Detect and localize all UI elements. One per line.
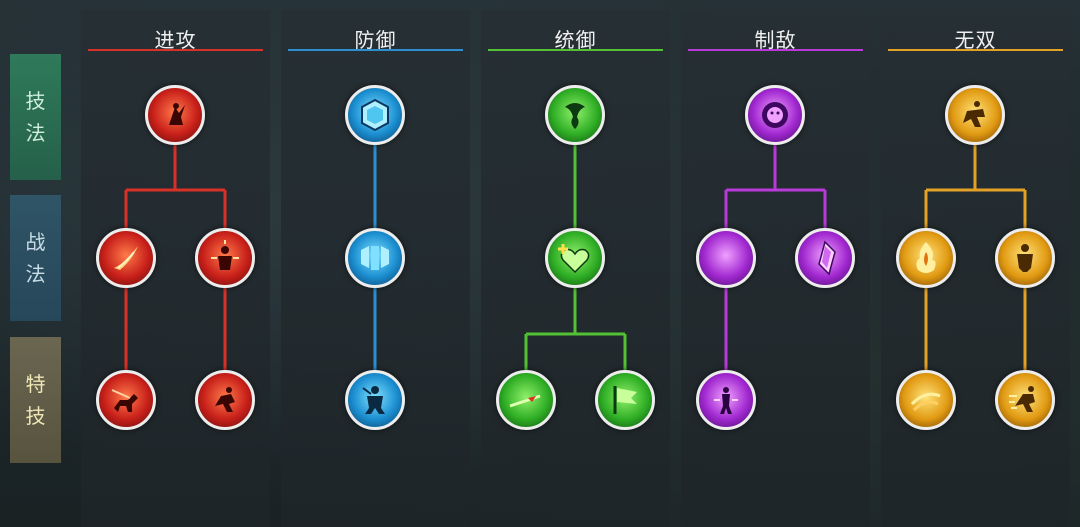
- skill-column-command: 统御: [481, 10, 670, 527]
- column-title: 制敌: [754, 28, 797, 52]
- side-tab-char: 特: [25, 372, 46, 396]
- side-tab-char: 法: [25, 262, 46, 286]
- layered-shield-icon[interactable]: [345, 228, 405, 288]
- side-tab-char: 法: [25, 121, 46, 145]
- fire-fist-icon[interactable]: [896, 228, 956, 288]
- dash-strike-icon[interactable]: [195, 370, 255, 430]
- skill-connector-lines: [724, 145, 827, 370]
- command-swirl-icon[interactable]: [545, 85, 605, 145]
- skill-connector-lines: [373, 145, 377, 370]
- column-title: 防御: [354, 28, 397, 52]
- heal-heart-icon[interactable]: [545, 228, 605, 288]
- skill-column-defense: 防御: [281, 10, 470, 527]
- hexagon-shield-icon[interactable]: [345, 85, 405, 145]
- battle-flag-icon[interactable]: [595, 370, 655, 430]
- spear-thrust-icon[interactable]: [496, 370, 556, 430]
- skill-connector-lines: [524, 145, 627, 370]
- power-burst-icon[interactable]: [195, 228, 255, 288]
- crystal-shard-icon[interactable]: [795, 228, 855, 288]
- column-title: 进攻: [154, 28, 197, 52]
- column-title: 无双: [954, 28, 997, 52]
- dark-aura-icon[interactable]: [696, 370, 756, 430]
- column-underline: [88, 49, 263, 51]
- skill-column-subdue: 制敌: [681, 10, 870, 527]
- side-tab-char: 技: [25, 89, 46, 113]
- cavalry-charge-icon[interactable]: [96, 370, 156, 430]
- column-underline: [888, 49, 1063, 51]
- flame-strike-icon[interactable]: [96, 228, 156, 288]
- column-title: 统御: [554, 28, 597, 52]
- warrior-slash-icon[interactable]: [145, 85, 205, 145]
- moon-orb-icon[interactable]: [696, 228, 756, 288]
- column-underline: [288, 49, 463, 51]
- sprint-icon[interactable]: [995, 370, 1055, 430]
- side-tab-char: 技: [25, 404, 46, 428]
- skill-connector-lines: [924, 145, 1027, 370]
- skill-column-attack: 进攻: [81, 10, 270, 527]
- side-tab-technique[interactable]: 技 法: [10, 54, 61, 180]
- guardian-stance-icon[interactable]: [345, 370, 405, 430]
- side-tab-special[interactable]: 特 技: [10, 337, 61, 463]
- side-tab-char: 战: [25, 230, 46, 254]
- column-underline: [488, 49, 663, 51]
- side-tab-tactics[interactable]: 战 法: [10, 195, 61, 321]
- enraged-warrior-icon[interactable]: [995, 228, 1055, 288]
- skill-connector-lines: [124, 145, 227, 370]
- leaping-warrior-icon[interactable]: [945, 85, 1005, 145]
- lion-head-icon[interactable]: [745, 85, 805, 145]
- skill-column-peerless: 无双: [881, 10, 1070, 527]
- column-underline: [688, 49, 863, 51]
- whirlwind-slash-icon[interactable]: [896, 370, 956, 430]
